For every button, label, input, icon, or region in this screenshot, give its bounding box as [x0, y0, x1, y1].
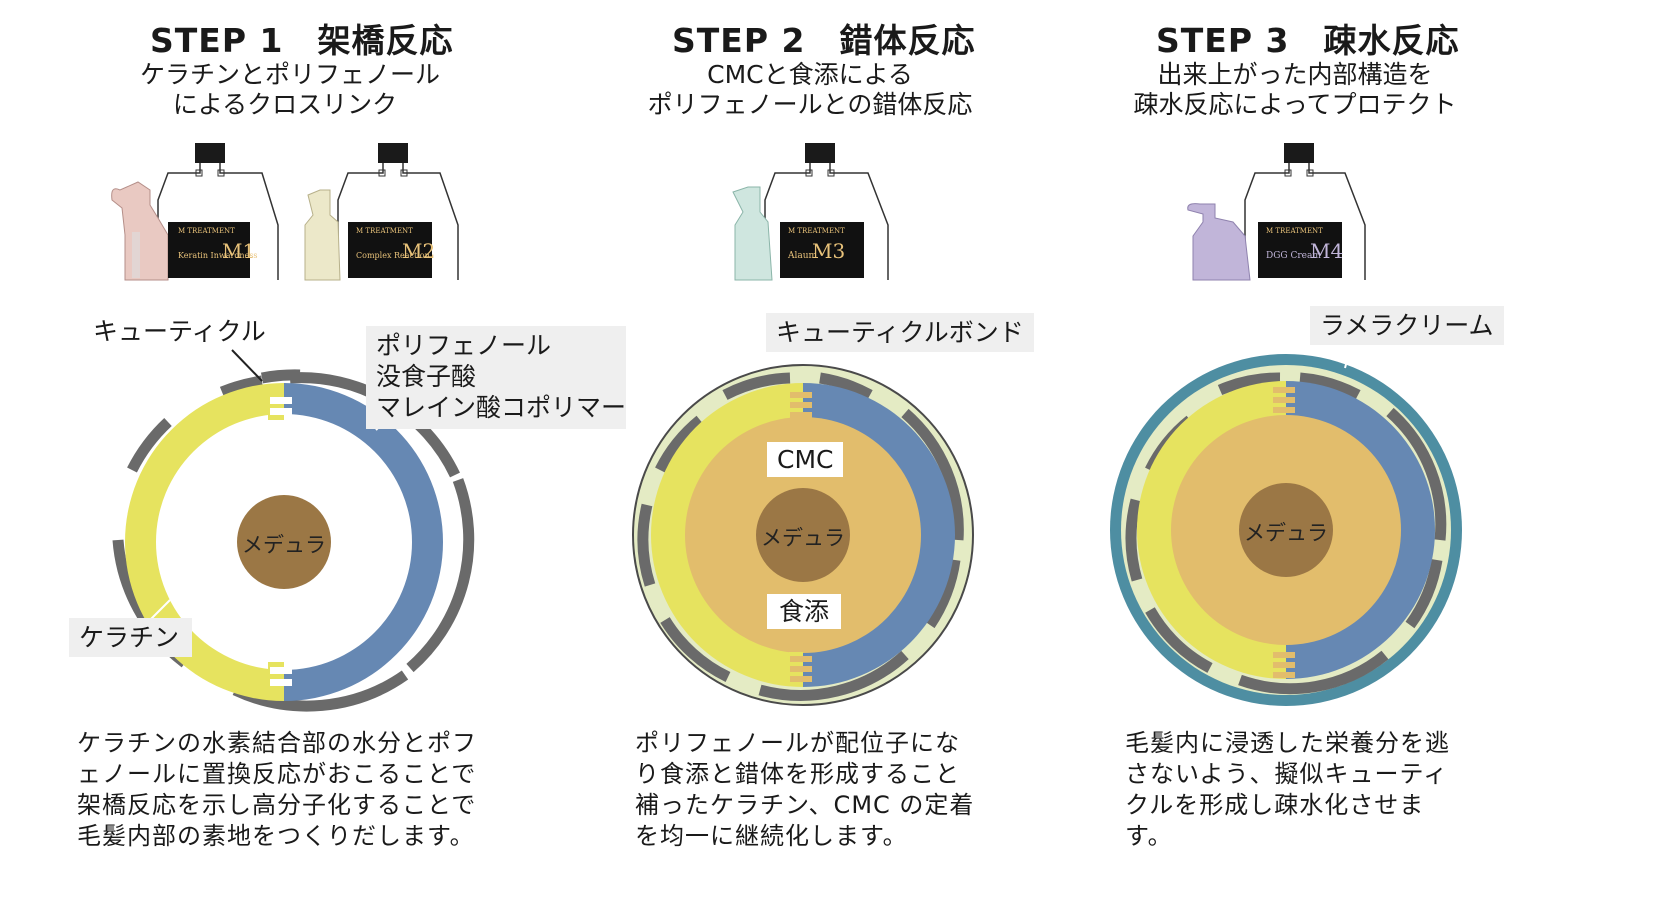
step1-medulla-label: メデュラ — [242, 533, 326, 557]
step2-description: ポリフェノールが配位子になり食添と錯体を形成すること補ったケラチン、CMC の定… — [635, 729, 975, 850]
svg-text:M TREATMENT: M TREATMENT — [788, 227, 845, 235]
step1-gallic-acid-label: 没食子酸 — [376, 362, 477, 391]
step1-maleic-copolymer-label: マレイン酸コポリマー — [376, 393, 627, 422]
svg-text:Alaum: Alaum — [787, 251, 818, 261]
step2-cuticle-bond-label: キューティクルボンド — [766, 313, 1034, 352]
svg-text:M TREATMENT: M TREATMENT — [356, 227, 413, 235]
step3-subtitle-line1: 出来上がった内部構造を — [1157, 60, 1433, 89]
step1-subtitle-line2: によるクロスリンク — [172, 90, 398, 119]
svg-text:Complex Reaction: Complex Reaction — [356, 251, 430, 260]
m2-label: M2 — [402, 239, 435, 263]
m3-pump-bottle-illustration: M TREATMENT Alaum M3 — [732, 186, 864, 281]
step1-subtitle-line1: ケラチンとポリフェノール — [140, 60, 441, 89]
m3-label: M3 — [812, 239, 845, 263]
step3-medulla-label: メデュラ — [1244, 521, 1328, 545]
step2-food-additive-label: 食添 — [767, 594, 842, 629]
step1-description: ケラチンの水素結合部の水分とポフェノールに置換反応がおこることで架橋反応を示し高… — [77, 729, 477, 850]
step1-cuticle-label: キューティクル — [93, 317, 266, 346]
step3-description: 毛髪内に浸透した栄養分を逃さないよう、擬似キューティクルを形成し疎水化させます。 — [1125, 729, 1450, 850]
svg-text:M TREATMENT: M TREATMENT — [178, 227, 235, 235]
step2-medulla-label: メデュラ — [761, 526, 845, 550]
svg-text:M TREATMENT: M TREATMENT — [1266, 227, 1323, 235]
svg-text:DGG Cream: DGG Cream — [1266, 251, 1321, 261]
m2-pump-bottle-illustration: M TREATMENT Complex Reaction M2 — [304, 189, 435, 281]
step1-polyphenol-label: ポリフェノール — [376, 331, 552, 360]
step3-jug-illustration — [1244, 143, 1366, 280]
step2-title: STEP 2 錯体反応 — [672, 21, 976, 60]
svg-text:Keratin Inwardness: Keratin Inwardness — [178, 251, 258, 260]
step3-lamella-cream-label: ラメラクリーム — [1310, 306, 1504, 345]
step2-hair-diagram — [632, 345, 974, 706]
step2-cmc-label: CMC — [767, 442, 844, 477]
step1-keratin-label: ケラチン — [69, 618, 192, 657]
m4-label: M4 — [1310, 239, 1343, 263]
step1-polyphenol-label-box: ポリフェノール 没食子酸 マレイン酸コポリマー — [366, 326, 626, 429]
m1-spray-bottle-illustration: M TREATMENT Keratin Inwardness M1 — [111, 181, 258, 281]
step3-title: STEP 3 疎水反応 — [1156, 21, 1460, 60]
step3-hair-diagram — [1110, 341, 1462, 706]
step2-subtitle-line1: CMCと食添による — [707, 60, 913, 89]
step1-title: STEP 1 架橋反応 — [150, 21, 454, 60]
m4-pump-bottle-illustration: M TREATMENT DGG Cream M4 — [1187, 203, 1343, 281]
step2-subtitle-line2: ポリフェノールとの錯体反応 — [647, 90, 973, 119]
step3-subtitle-line2: 疎水反応によってプロテクト — [1133, 90, 1457, 119]
m1-label: M1 — [222, 239, 255, 263]
